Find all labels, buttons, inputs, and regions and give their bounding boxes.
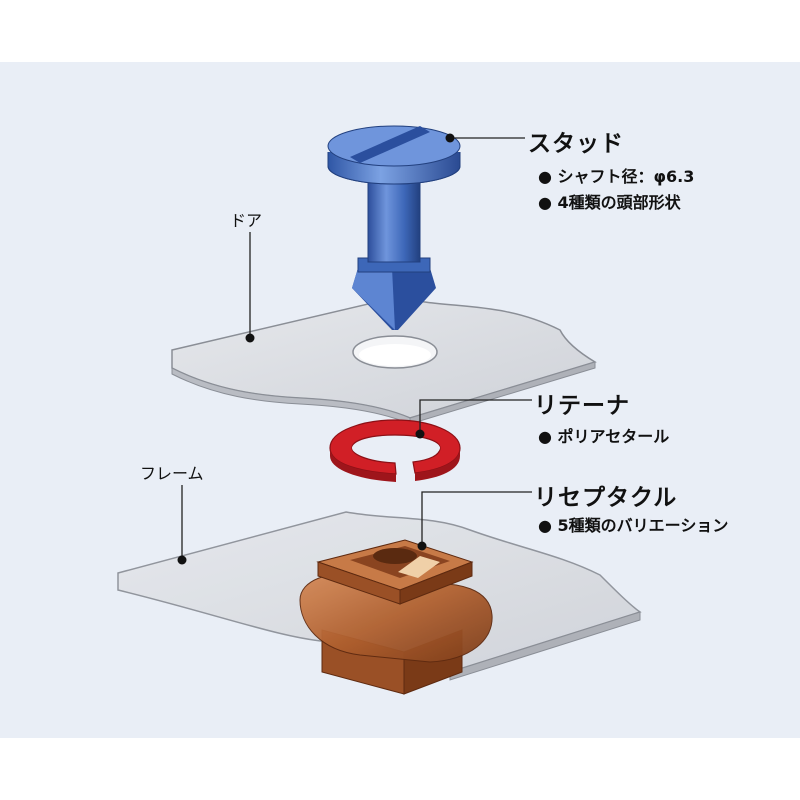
stud-note-heads: ● 4種類の頭部形状 [538, 193, 681, 212]
stud [327, 125, 461, 330]
frame-leader-dot [177, 555, 187, 565]
frame-label: フレーム [140, 464, 204, 483]
retainer-ring [329, 419, 461, 482]
door-label: ドア [230, 211, 263, 230]
retainer-leader-line [419, 399, 532, 434]
stud-leader-dot [445, 133, 455, 143]
retainer-note-material: ● ポリアセタール [538, 427, 670, 446]
receptacle-leader-dot [417, 541, 427, 551]
stud-note-shaft: ● シャフト径：φ6.3 [538, 167, 695, 186]
retainer-label: リテーナ [534, 393, 630, 419]
leader-lines [181, 137, 532, 560]
leader-dots [177, 133, 455, 565]
door-plate [171, 296, 597, 425]
receptacle-note-variations: ● 5種類のバリエーション [538, 516, 729, 535]
receptacle-label: リセプタクル [534, 485, 678, 511]
stud-label: スタッド [528, 131, 624, 157]
receptacle-leader-line [421, 491, 532, 546]
door-leader-dot [245, 333, 255, 343]
retainer-leader-dot [415, 429, 425, 439]
receptacle [299, 539, 493, 695]
